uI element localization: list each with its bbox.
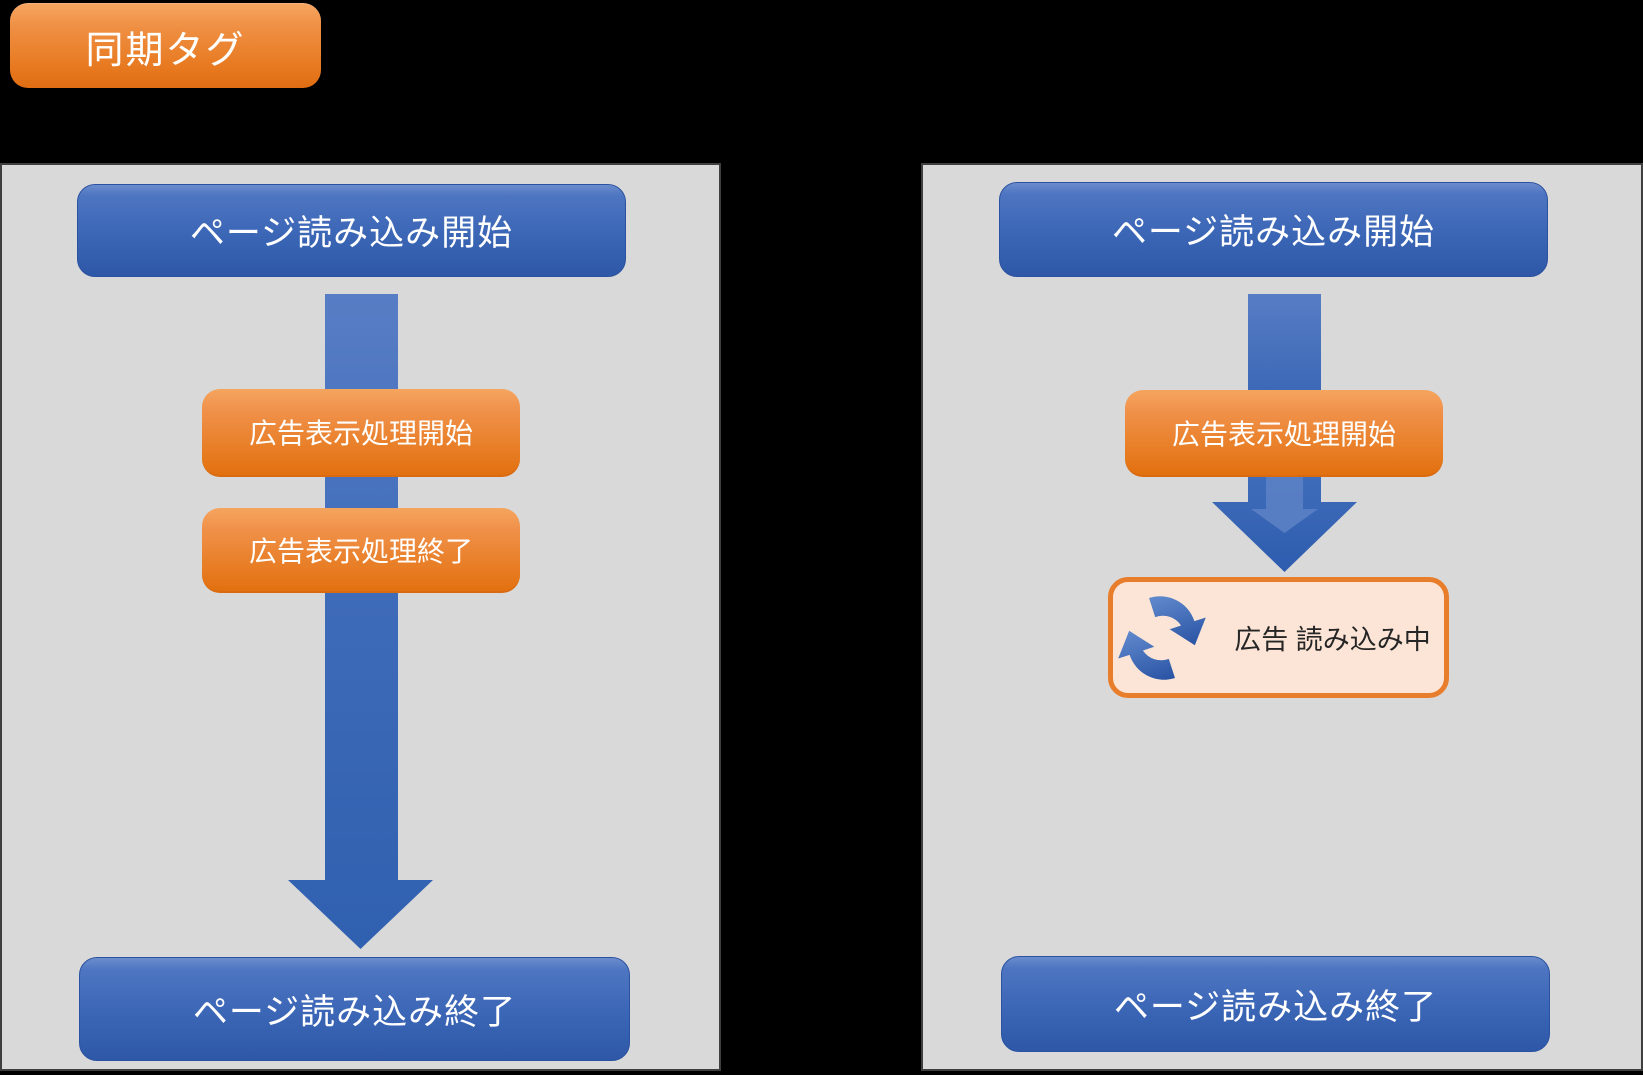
right-page-load-start-box: ページ読み込み開始 xyxy=(999,182,1548,277)
sync-tag-badge: 同期タグ xyxy=(10,3,321,88)
left-ad-process-end-box: 広告表示処理終了 xyxy=(202,508,520,593)
sync-circular-arrows-icon xyxy=(1118,596,1206,680)
left-ad-process-start-box: 広告表示処理開始 xyxy=(202,389,520,477)
right-page-load-end-box: ページ読み込み終了 xyxy=(1001,956,1550,1052)
left-page-load-end-box: ページ読み込み終了 xyxy=(79,957,630,1061)
ad-loading-label: 広告 読み込み中 xyxy=(1234,625,1431,655)
down-arrow xyxy=(1248,294,1321,392)
right-ad-process-start-box: 広告表示処理開始 xyxy=(1125,390,1443,477)
ad-loading-box: 広告 読み込み中 xyxy=(1108,577,1449,698)
left-page-load-start-box: ページ読み込み開始 xyxy=(77,184,626,277)
down-arrow xyxy=(1212,477,1357,572)
